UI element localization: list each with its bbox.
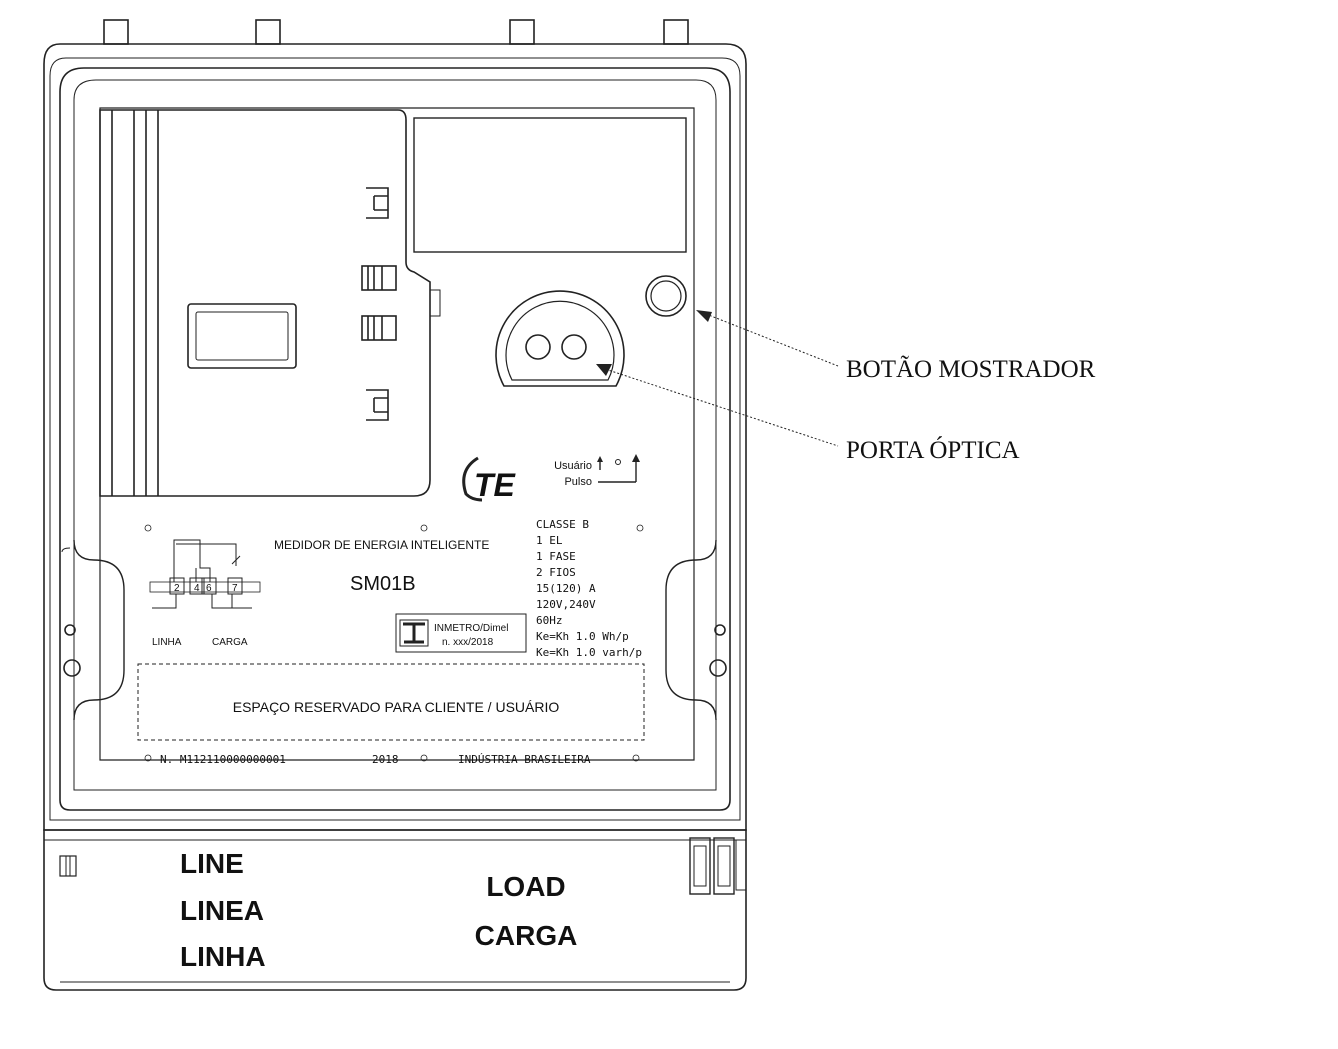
- product-model: SM01B: [350, 573, 416, 595]
- callout-optical-port: PORTA ÓPTICA: [846, 436, 1020, 464]
- small-dots: [144, 524, 644, 762]
- pulse-indicator: [597, 454, 640, 483]
- terminal-cover: [43, 829, 747, 991]
- arrow-optical-port: [596, 364, 612, 376]
- spec-line: 1 FASE: [536, 550, 576, 563]
- spec-line: Ke=Kh 1.0 Wh/p: [536, 630, 629, 643]
- spec-line: Ke=Kh 1.0 varh/p: [536, 646, 642, 659]
- optical-port: [495, 290, 625, 387]
- spec-line: 2 FIOS: [536, 566, 576, 579]
- terminal-number: 4: [194, 583, 200, 594]
- display-button: [645, 275, 687, 317]
- inmetro-seal: [395, 613, 527, 653]
- top-clips: [103, 19, 689, 45]
- inmetro-line1: INMETRO/Dimel: [434, 623, 508, 634]
- spec-line: CLASSE B: [536, 518, 589, 531]
- terminal-number: 6: [206, 583, 212, 594]
- wiring-line-label: LINHA: [152, 637, 182, 648]
- origin: INDÚSTRIA BRASILEIRA: [458, 753, 591, 766]
- right-grip: [665, 539, 717, 721]
- wiring-load-label: CARGA: [212, 637, 248, 648]
- face-panel: [99, 107, 695, 761]
- spec-line: 15(120) A: [536, 582, 596, 595]
- reserved-space-text: ESPAÇO RESERVADO PARA CLIENTE / USUÁRIO: [233, 699, 560, 715]
- callout-display-button: BOTÃO MOSTRADOR: [846, 355, 1096, 383]
- spec-line: 120V,240V: [536, 598, 596, 611]
- reserved-space-box: [137, 663, 645, 741]
- screw-holes: [63, 624, 727, 677]
- spec-line: 60Hz: [536, 614, 563, 627]
- left-cover: [99, 109, 441, 497]
- terminal-number: 7: [232, 583, 238, 594]
- callout-leaders: [601, 313, 839, 447]
- pulse-label: Pulso: [564, 476, 592, 488]
- user-label: Usuário: [554, 460, 592, 472]
- cover-load-label: CARGA: [475, 920, 578, 951]
- left-grip: [73, 539, 125, 721]
- spec-line: 1 EL: [536, 534, 563, 547]
- cover-line-label: LINE: [180, 848, 244, 879]
- arrow-display-button: [696, 310, 712, 322]
- te-logo-icon: [462, 456, 483, 502]
- display-window: [413, 117, 687, 253]
- te-logo-text: TE: [474, 467, 517, 503]
- wiring-diagram: [149, 539, 261, 609]
- year: 2018: [372, 753, 399, 766]
- serial-number: N. M112110000000001: [160, 753, 286, 766]
- product-title: MEDIDOR DE ENERGIA INTELIGENTE: [274, 538, 489, 552]
- cover-load-label: LOAD: [486, 871, 565, 902]
- cover-line-label: LINEA: [180, 895, 264, 926]
- inmetro-line2: n. xxx/2018: [442, 637, 494, 648]
- cover-line-label: LINHA: [180, 941, 266, 972]
- terminal-number: 2: [174, 583, 180, 594]
